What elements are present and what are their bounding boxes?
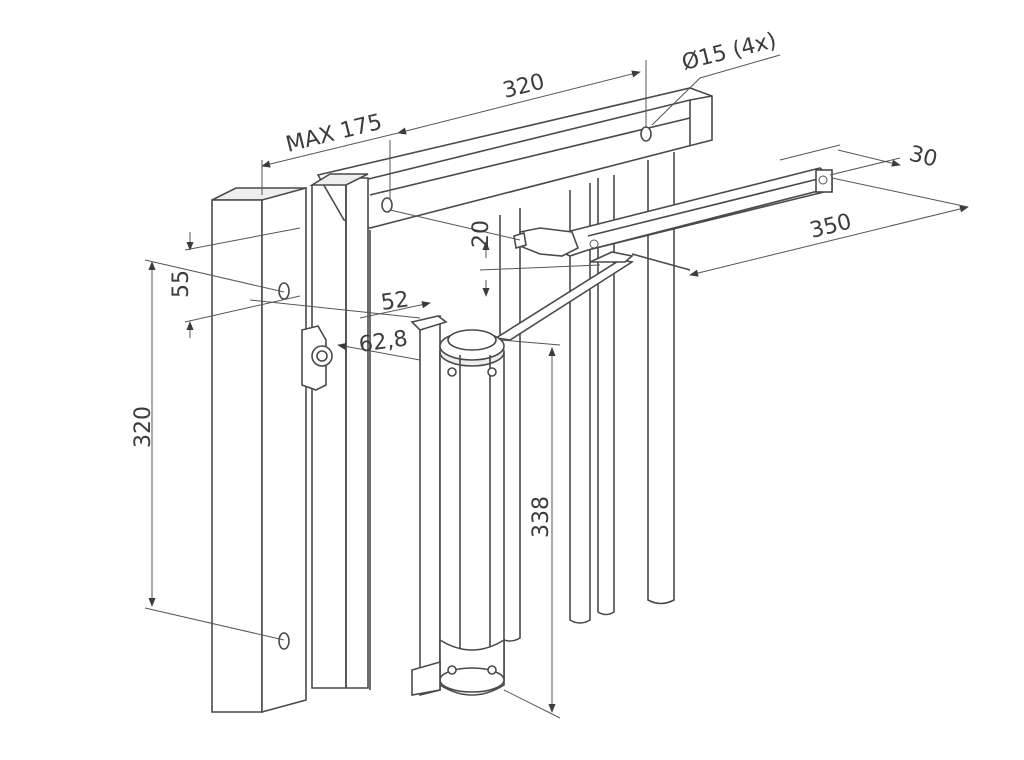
dim-max-175: MAX 175 (283, 110, 384, 158)
dim-320-left: 320 (131, 406, 156, 448)
dim-30: 30 (907, 142, 940, 173)
hole-icon (640, 126, 652, 142)
dim-338: 338 (529, 496, 554, 538)
dim-62-8: 62,8 (357, 326, 409, 358)
hole-icon (381, 197, 393, 213)
dim-hole-diameter: Ø15 (4x) (679, 28, 779, 76)
closer-cylinder (410, 314, 505, 697)
dim-55: 55 (169, 270, 194, 298)
gate-post (309, 173, 371, 690)
dim-320-top: 320 (500, 69, 547, 103)
dim-350: 350 (807, 209, 854, 243)
dim-20: 20 (469, 220, 494, 248)
closer-arm (493, 167, 833, 341)
fixed-post (211, 186, 307, 714)
post-bracket (301, 325, 333, 391)
dimension-lines (144, 54, 969, 719)
hole-icon (278, 632, 290, 650)
dim-52: 52 (379, 287, 410, 316)
